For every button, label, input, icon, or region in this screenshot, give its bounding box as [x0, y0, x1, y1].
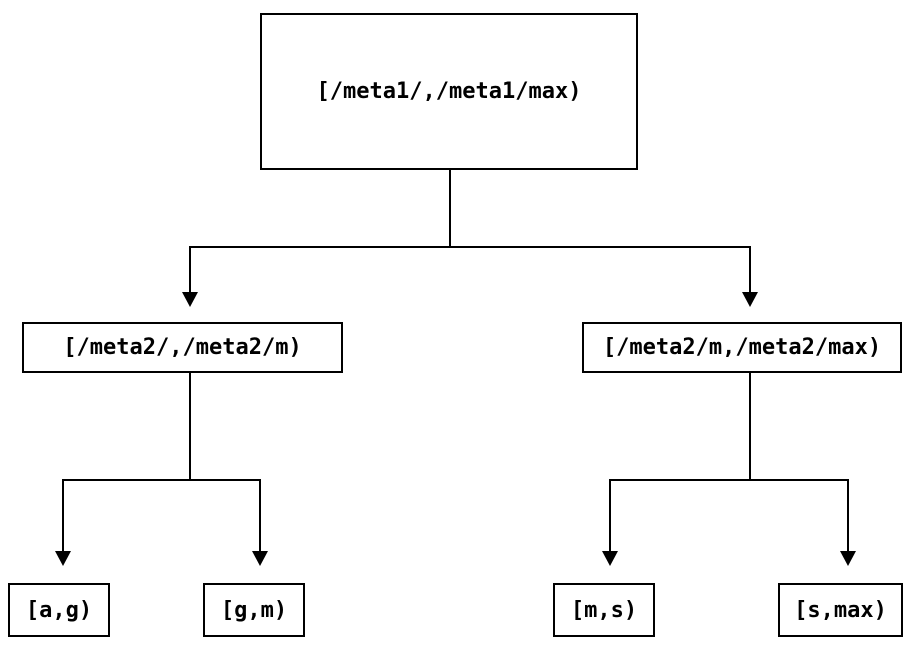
arrow-down-icon	[602, 551, 618, 566]
node-root-range: [/meta1/,/meta1/max)	[260, 13, 638, 170]
edge-meta2-low-to-leaf-a-g	[62, 479, 64, 551]
edge-meta2-high-to-leaf-m-s	[609, 479, 611, 551]
edge-root-to-meta2-high	[749, 246, 751, 292]
arrow-down-icon	[840, 551, 856, 566]
node-leaf-g-m: [g,m)	[203, 583, 305, 637]
arrow-down-icon	[55, 551, 71, 566]
edge-meta2-low-stem	[189, 373, 191, 480]
arrow-down-icon	[182, 292, 198, 307]
node-leaf-s-max: [s,max)	[778, 583, 903, 637]
edge-meta2-low-horizontal-bar	[62, 479, 261, 481]
arrow-down-icon	[742, 292, 758, 307]
node-meta2-high-range: [/meta2/m,/meta2/max)	[582, 322, 902, 373]
edge-meta2-high-stem	[749, 373, 751, 480]
node-leaf-m-s: [m,s)	[553, 583, 655, 637]
node-leaf-a-g: [a,g)	[8, 583, 110, 637]
edge-meta2-high-to-leaf-s-max	[847, 479, 849, 551]
edge-root-to-meta2-low	[189, 246, 191, 292]
node-meta2-low-range: [/meta2/,/meta2/m)	[22, 322, 343, 373]
edge-meta2-high-horizontal-bar	[609, 479, 849, 481]
arrow-down-icon	[252, 551, 268, 566]
edge-root-stem	[449, 170, 451, 247]
edge-root-horizontal-bar	[189, 246, 751, 248]
edge-meta2-low-to-leaf-g-m	[259, 479, 261, 551]
